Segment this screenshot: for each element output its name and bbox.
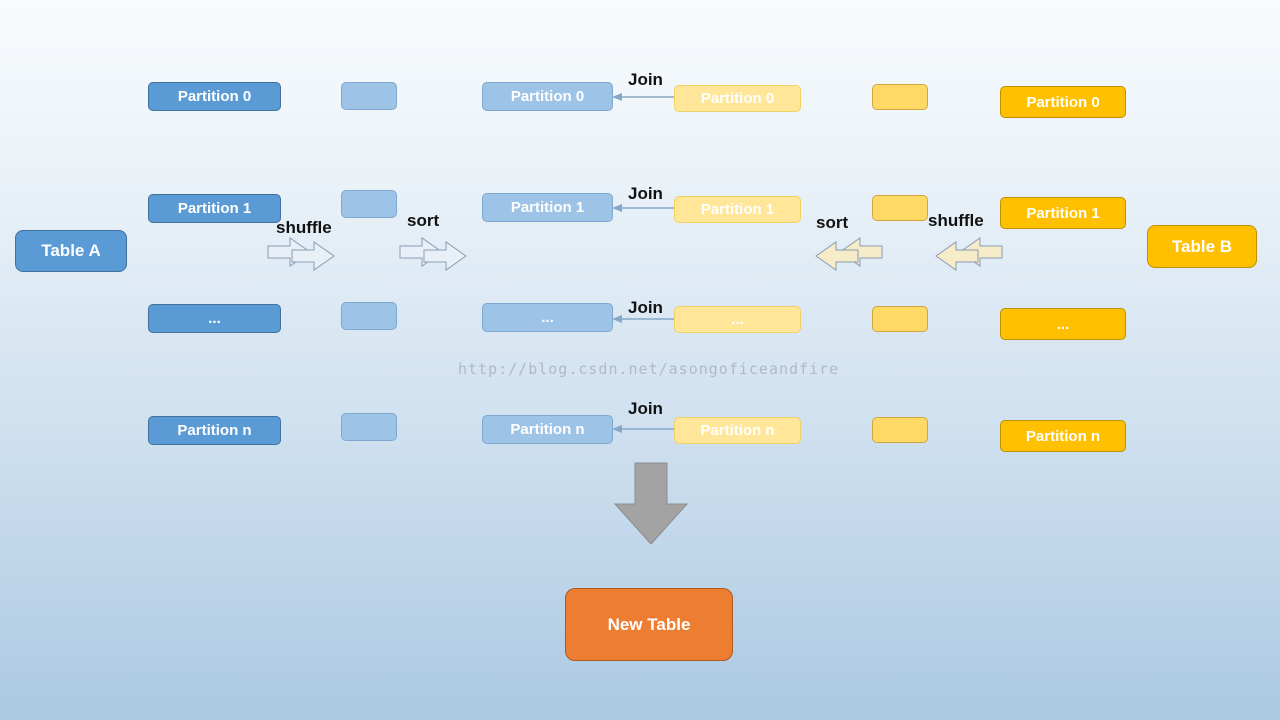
join-label-2: Join (628, 298, 663, 317)
table-b-partition-0: Partition 0 (1000, 86, 1126, 118)
table-a-partition-1: Partition 1 (148, 194, 281, 223)
table-a-partition-n: Partition n (148, 416, 281, 445)
sort-left-arrow-icon (399, 237, 467, 271)
join-arrow-icon-3 (612, 425, 674, 433)
watermark: http://blog.csdn.net/asongoficeandfire (458, 360, 840, 378)
sort-right-label: sort (816, 213, 849, 232)
table-b-partition-1: Partition 1 (1000, 197, 1126, 229)
table-a-node: Table A (15, 230, 127, 272)
table-b-shuffle-block-2 (872, 306, 928, 332)
join-arrow-icon-0 (612, 93, 674, 101)
table-b-sorted-partition-n: Partition n (674, 417, 801, 444)
table-b-partition-ellipsis: ... (1000, 308, 1126, 340)
table-a-sorted-partition-0: Partition 0 (482, 82, 613, 111)
sort-right-arrow-icon (815, 237, 883, 271)
table-a-partition-ellipsis: ... (148, 304, 281, 333)
shuffle-left-label: shuffle (276, 218, 332, 237)
table-b-sorted-partition-1: Partition 1 (674, 196, 801, 223)
table-a-partition-0: Partition 0 (148, 82, 281, 111)
table-a-sorted-partition-ellipsis: ... (482, 303, 613, 332)
table-a-shuffle-block-0 (341, 82, 397, 110)
table-a-shuffle-block-1 (341, 190, 397, 218)
table-b-shuffle-block-1 (872, 195, 928, 221)
table-b-sorted-partition-ellipsis: ... (674, 306, 801, 333)
sort-left-label: sort (407, 211, 440, 230)
table-a-shuffle-block-2 (341, 302, 397, 330)
join-label-0: Join (628, 70, 663, 89)
shuffle-left-arrow-icon (267, 237, 335, 271)
join-arrow-icon-2 (612, 315, 674, 323)
shuffle-right-arrow-icon (935, 237, 1003, 271)
join-arrow-icon-1 (612, 204, 674, 212)
table-b-node: Table B (1147, 225, 1257, 268)
merge-down-arrow-icon (613, 462, 689, 545)
table-b-shuffle-block-3 (872, 417, 928, 443)
table-a-sorted-partition-1: Partition 1 (482, 193, 613, 222)
new-table-node: New Table (565, 588, 733, 661)
shuffle-right-label: shuffle (928, 211, 984, 230)
join-label-1: Join (628, 184, 663, 203)
table-a-sorted-partition-n: Partition n (482, 415, 613, 444)
table-a-shuffle-block-3 (341, 413, 397, 441)
table-b-sorted-partition-0: Partition 0 (674, 85, 801, 112)
join-label-3: Join (628, 399, 663, 418)
table-b-partition-n: Partition n (1000, 420, 1126, 452)
table-b-shuffle-block-0 (872, 84, 928, 110)
